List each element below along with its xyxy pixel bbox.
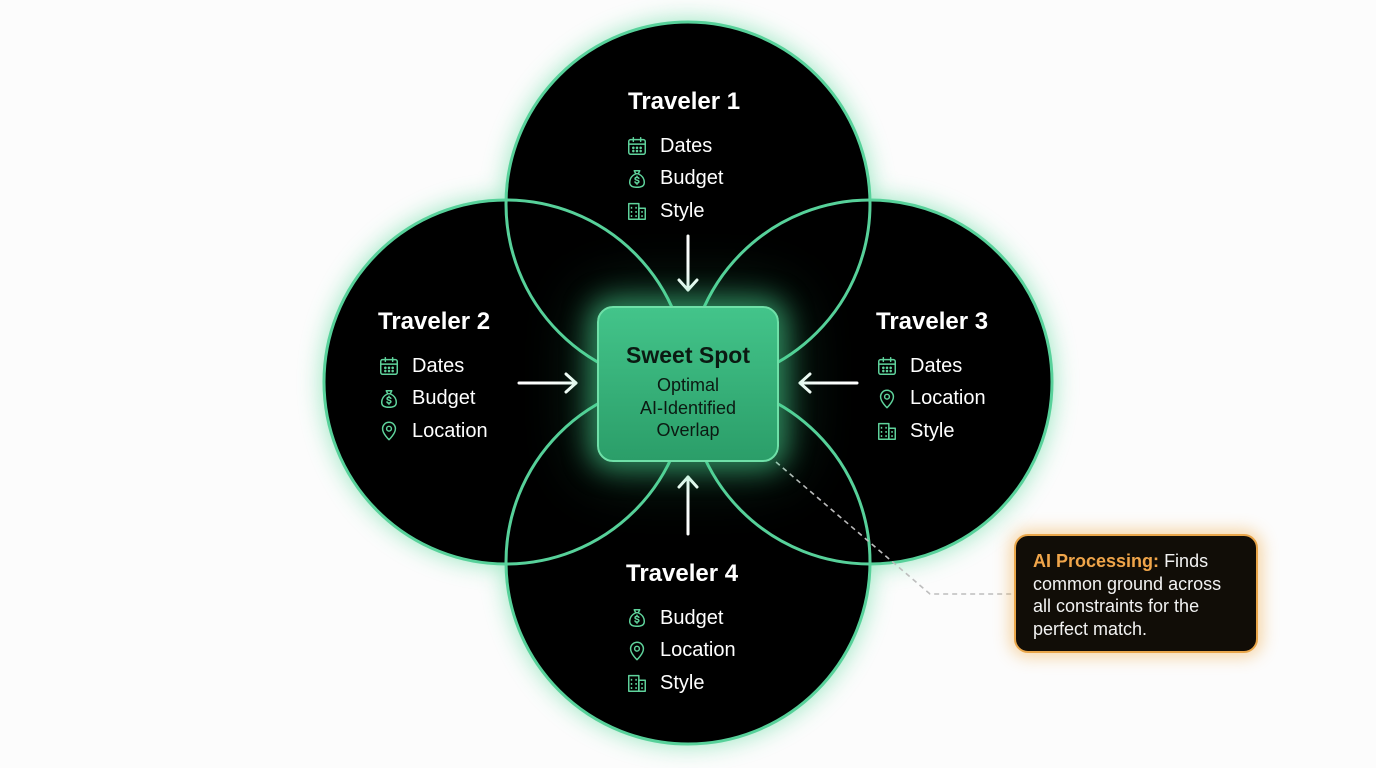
constraint-label: Dates <box>660 134 713 157</box>
arrow-up-icon <box>677 475 699 536</box>
sweet-spot-description: Optimal AI-Identified Overlap <box>599 374 777 442</box>
calendar-icon <box>626 135 648 157</box>
callout-text: Finds common ground across all constrain… <box>1033 551 1222 639</box>
calendar-icon <box>876 355 898 377</box>
constraint-item: Dates <box>378 350 490 383</box>
traveler-1-group: Traveler 1 Dates Budget Style <box>626 88 740 228</box>
location-pin-icon <box>876 388 898 410</box>
constraint-item: Location <box>378 415 490 448</box>
constraint-item: Location <box>876 383 988 416</box>
constraint-label: Budget <box>412 387 476 410</box>
traveler-3-group: Traveler 3 Dates Location Style <box>876 308 988 448</box>
constraint-item: Style <box>626 667 738 700</box>
constraint-label: Location <box>910 387 986 410</box>
callout-connector <box>775 461 1012 595</box>
location-pin-icon <box>626 640 648 662</box>
constraint-item: Budget <box>378 383 490 416</box>
constraint-item: Style <box>626 195 740 228</box>
sweet-spot-box: Sweet Spot Optimal AI-Identified Overlap <box>597 306 779 462</box>
traveler-2-title: Traveler 2 <box>378 308 491 335</box>
constraint-label: Style <box>910 419 955 442</box>
constraint-item: Dates <box>876 350 988 383</box>
constraint-label: Style <box>660 199 705 222</box>
arrow-left-icon <box>798 372 859 394</box>
arrow-right-icon <box>517 372 578 394</box>
location-pin-icon <box>378 420 400 442</box>
traveler-2-constraints: Dates Budget Location <box>378 350 490 448</box>
money-bag-icon <box>626 607 648 629</box>
building-icon <box>876 420 898 442</box>
constraint-label: Budget <box>660 606 724 629</box>
money-bag-icon <box>378 388 400 410</box>
constraint-item: Location <box>626 635 738 668</box>
sweet-spot-title: Sweet Spot <box>626 342 750 368</box>
calendar-icon <box>378 355 400 377</box>
traveler-4-group: Traveler 4 Budget Location Style <box>626 560 738 700</box>
sweet-spot-line: Optimal <box>656 375 719 395</box>
constraint-label: Style <box>660 671 705 694</box>
traveler-1-title: Traveler 1 <box>628 88 741 115</box>
traveler-1-constraints: Dates Budget Style <box>626 130 740 228</box>
money-bag-icon <box>626 168 648 190</box>
traveler-3-constraints: Dates Location Style <box>876 350 988 448</box>
arrow-down-icon <box>677 234 699 292</box>
constraint-label: Location <box>412 419 488 442</box>
traveler-4-title: Traveler 4 <box>626 560 739 587</box>
traveler-2-group: Traveler 2 Dates Budget Location <box>378 308 490 448</box>
traveler-3-title: Traveler 3 <box>876 308 989 335</box>
sweet-spot-line: AI-Identified <box>639 397 737 418</box>
constraint-item: Budget <box>626 163 740 196</box>
building-icon <box>626 200 648 222</box>
building-icon <box>626 672 648 694</box>
constraint-item: Dates <box>626 130 740 163</box>
constraint-label: Dates <box>412 354 465 377</box>
callout-label: AI Processing: <box>1033 551 1160 571</box>
constraint-item: Budget <box>626 602 738 635</box>
traveler-4-constraints: Budget Location Style <box>626 602 738 700</box>
constraint-label: Location <box>660 639 736 662</box>
circle-fill-layer <box>324 22 1052 744</box>
constraint-label: Dates <box>910 354 963 377</box>
ai-processing-callout: AI Processing: Finds common ground acros… <box>1014 534 1258 653</box>
sweet-spot-line: Overlap <box>656 420 720 440</box>
constraint-item: Style <box>876 415 988 448</box>
constraint-label: Budget <box>660 167 724 190</box>
